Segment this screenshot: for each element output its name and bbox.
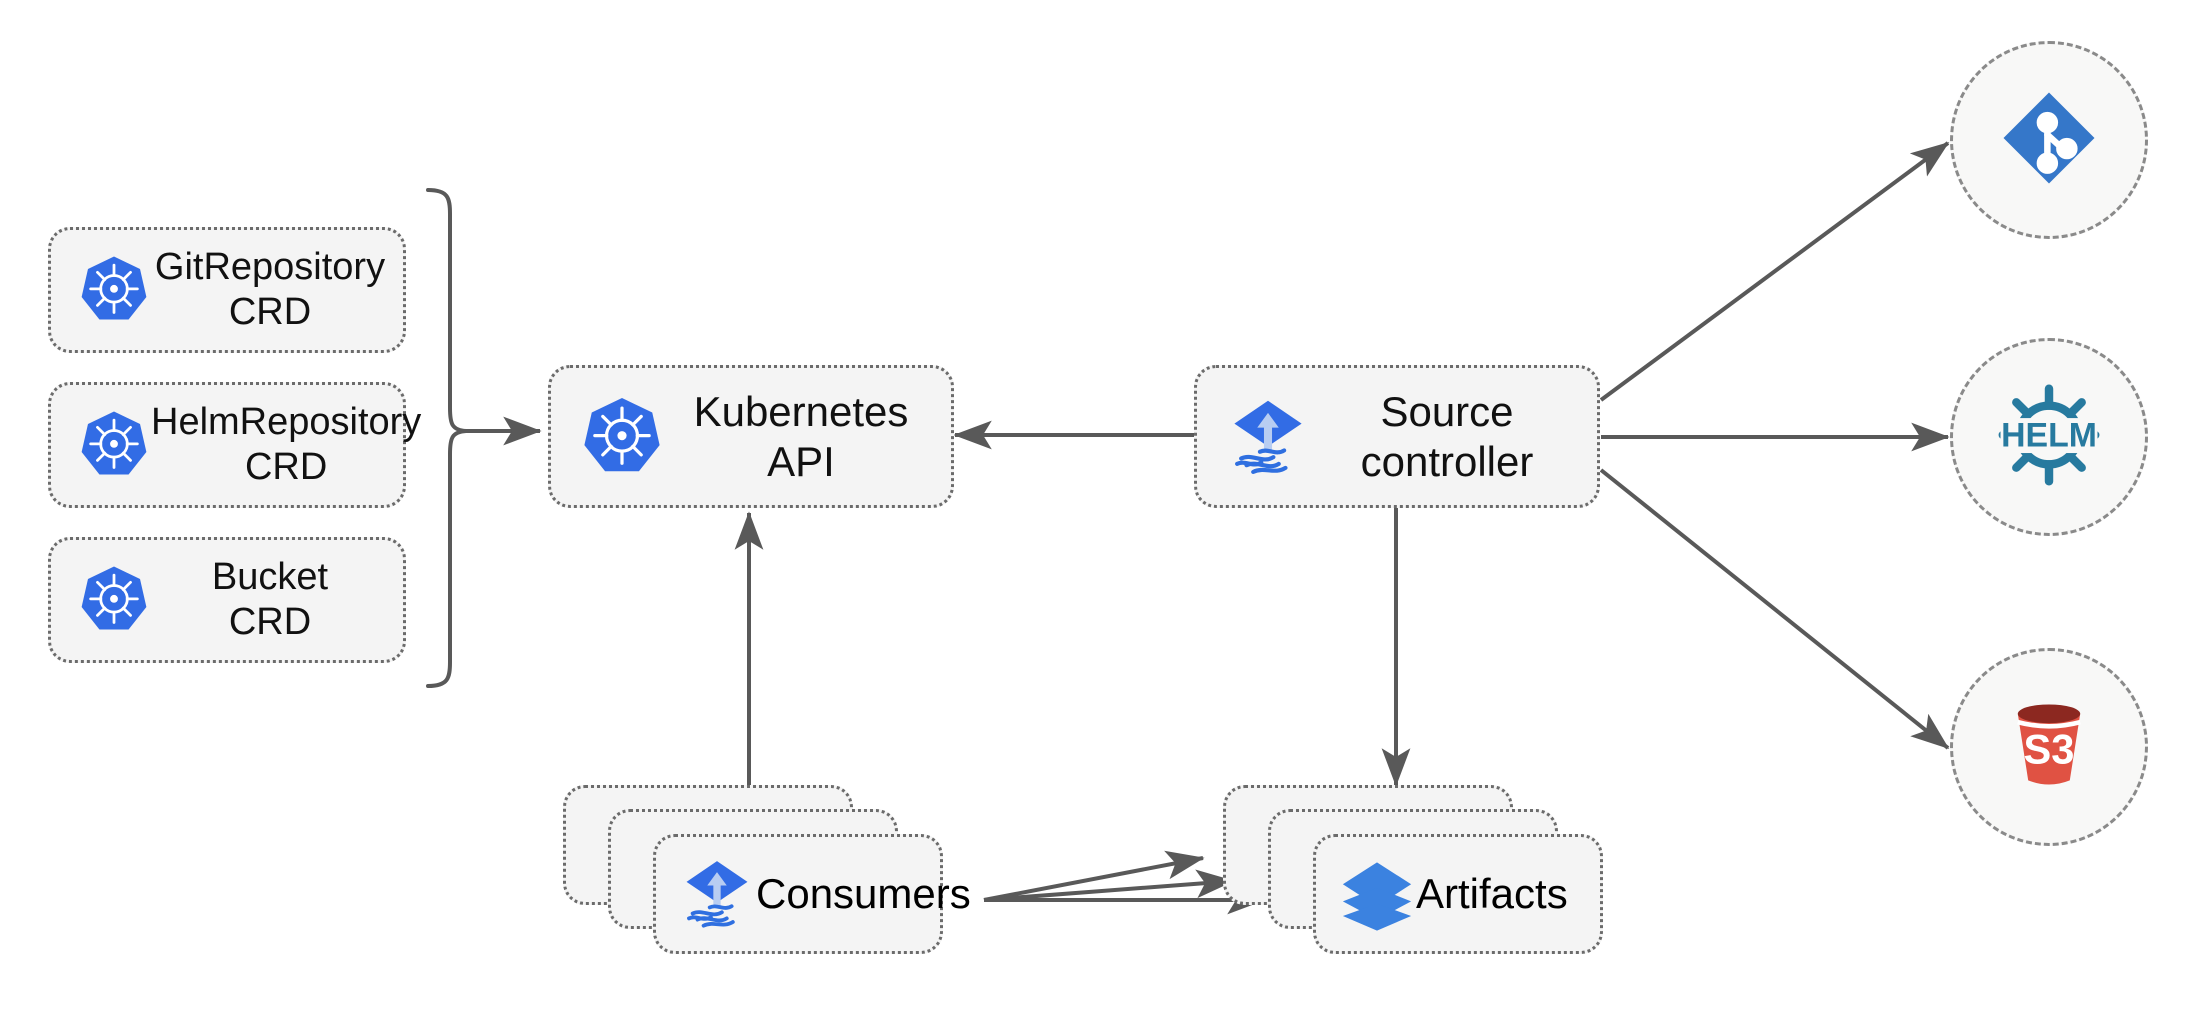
node-artifacts[interactable]: Artifacts [1313, 834, 1603, 954]
kubernetes-icon [77, 253, 151, 327]
external-git[interactable] [1950, 41, 2148, 239]
kubernetes-icon [77, 408, 151, 482]
node-bucket-crd[interactable]: Bucket CRD [48, 537, 406, 663]
diagram-title: Flux source-controller architecture [0, 0, 1, 1]
git-icon [1997, 86, 2101, 195]
external-s3[interactable]: S3 [1950, 648, 2148, 846]
edge-source-controller-to-s3 [1599, 468, 1950, 750]
helm-logo-text: HELM [2001, 416, 2097, 454]
kubernetes-icon [579, 394, 665, 480]
kubernetes-icon [77, 563, 151, 637]
flux-icon [678, 855, 756, 933]
layers-icon [1338, 855, 1416, 933]
s3-logo-text: S3 [2024, 725, 2075, 772]
edge-consumers-to-artifacts-middle [983, 869, 1235, 902]
node-label: Artifacts [1416, 870, 1568, 917]
node-label: Consumers [756, 870, 971, 917]
node-consumers-group[interactable]: Consumers [563, 785, 993, 975]
helm-icon: HELM [1987, 373, 2111, 502]
external-helm[interactable]: HELM [1950, 338, 2148, 536]
crd-group-label: Source CRDs [0, 0, 1, 1]
node-label: GitRepository CRD [154, 246, 386, 333]
node-consumers[interactable]: Consumers [653, 834, 971, 954]
node-label: HelmRepository CRD [151, 401, 422, 488]
node-label: Bucket CRD [211, 556, 329, 643]
node-label: Kubernetes API [693, 387, 909, 485]
node-source-controller[interactable]: Source controller [1194, 365, 1600, 508]
node-label: Source controller [1360, 387, 1534, 485]
flux-icon [1225, 394, 1311, 480]
edge-consumers-to-artifacts-top [983, 850, 1205, 902]
edge-source-controller-to-git [1599, 141, 1950, 402]
s3-bucket-icon: S3 [1997, 693, 2101, 802]
node-kubernetes-api[interactable]: Kubernetes API [548, 365, 954, 508]
node-helmrepository-crd[interactable]: HelmRepository CRD [48, 382, 421, 508]
node-gitrepository-crd[interactable]: GitRepository CRD [48, 227, 406, 353]
node-artifacts-group[interactable]: Artifacts [1223, 785, 1653, 975]
